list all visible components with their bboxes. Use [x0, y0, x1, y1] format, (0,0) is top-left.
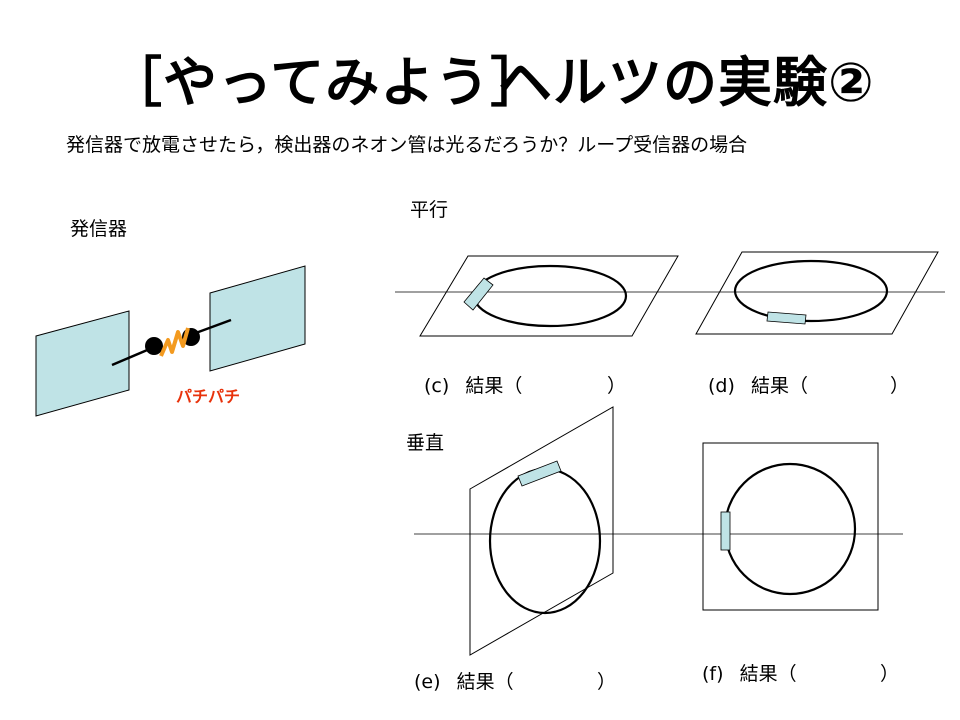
transmitter-right-plate: [209, 265, 306, 372]
question-text: 発信器で放電させたら，検出器のネオン管は光るだろうか？ループ受信器の場合: [66, 134, 748, 156]
result-word: 結果（: [750, 375, 808, 397]
loop-e: [488, 467, 602, 615]
transmitter-right-rod: [192, 318, 232, 336]
result-f: (f) 結果（ ）: [702, 659, 902, 686]
plane-d: [695, 251, 939, 335]
result-close: ）: [607, 375, 627, 397]
neon-tube-f: [720, 511, 731, 551]
plane-e: [469, 406, 614, 656]
transmitter-left-plate: [35, 310, 130, 417]
result-word: 結果（: [465, 375, 523, 397]
loop-c: [472, 264, 628, 328]
transmitter-left-ball: [145, 337, 163, 355]
plane-c: [419, 255, 679, 337]
result-e: (e) 結果（ ）: [414, 667, 617, 694]
result-c: (c) 結果（ ）: [424, 371, 627, 398]
section-parallel-label: 平行: [410, 199, 449, 221]
result-close: ）: [890, 375, 910, 397]
page-title: ［やってみよう］ ヘルツの実験②: [0, 38, 960, 114]
title-main: ヘルツの実験②: [498, 51, 875, 114]
neon-tube-c: [463, 277, 494, 311]
result-word: 結果（: [739, 663, 797, 685]
spark-icon: [159, 327, 190, 357]
result-d: (d) 結果（ ）: [708, 371, 910, 398]
loop-f: [723, 462, 857, 596]
neon-tube-e: [517, 460, 562, 487]
spark-text: パチパチ: [176, 387, 241, 406]
result-close: ）: [880, 663, 900, 685]
result-letter: (e): [414, 671, 441, 693]
result-letter: (c): [424, 375, 450, 397]
neon-tube-d: [766, 311, 807, 325]
result-letter: (f): [702, 663, 724, 685]
section-vertical-label: 垂直: [406, 432, 445, 454]
result-letter: (d): [708, 375, 735, 397]
transmitter-label: 発信器: [70, 218, 128, 240]
transmitter-left-rod: [111, 346, 153, 367]
title-prefix: ［やってみよう］: [108, 51, 546, 114]
result-close: ）: [597, 671, 617, 693]
result-word: 結果（: [456, 671, 514, 693]
loop-d: [733, 259, 889, 323]
plane-f: [702, 442, 879, 611]
